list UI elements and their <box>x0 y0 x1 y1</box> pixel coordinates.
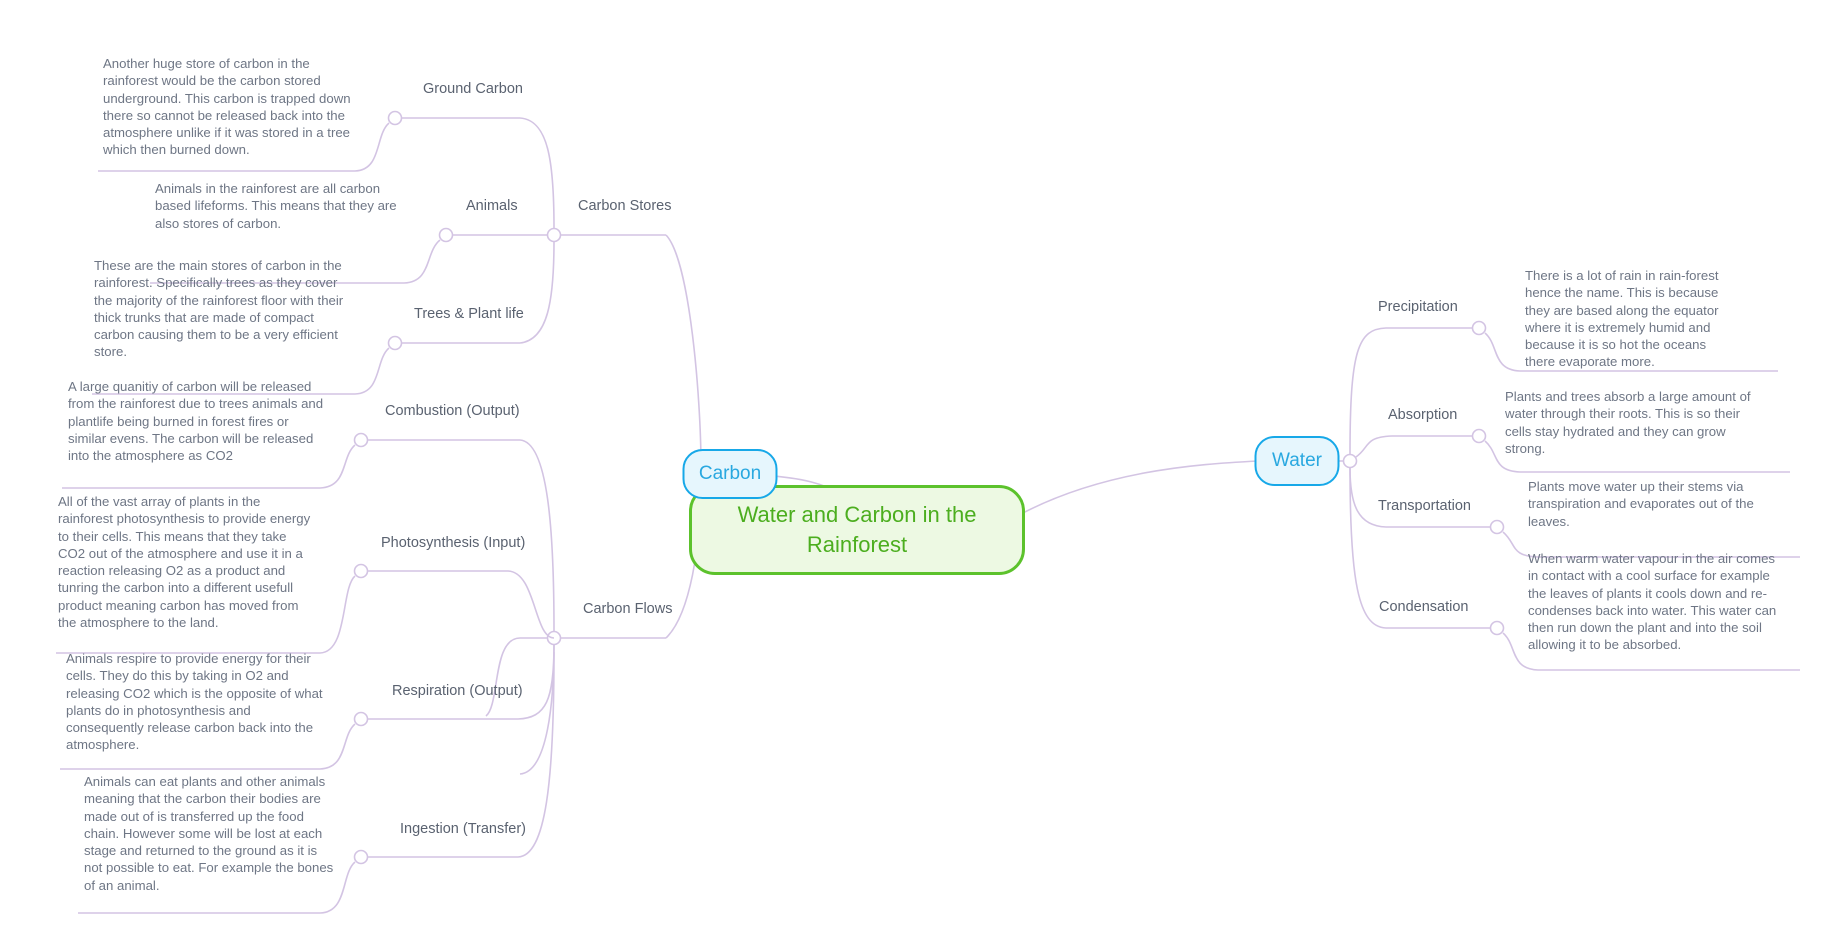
note-respiration[interactable]: Animals respire to provide energy for th… <box>66 651 323 753</box>
note-ingestion[interactable]: Animals can eat plants and other animals… <box>84 774 334 893</box>
note-trees-plant-life[interactable]: These are the main stores of carbon in t… <box>94 258 344 360</box>
root-node[interactable]: Water and Carbon in the Rainforest <box>689 485 1025 575</box>
note-animals[interactable]: Animals in the rainforest are all carbon… <box>155 181 397 231</box>
note-precipitation[interactable]: There is a lot of rain in rain-forest he… <box>1525 268 1719 370</box>
topic-label-trees-plant-life[interactable]: Trees & Plant life <box>414 306 524 322</box>
topic-label-combustion[interactable]: Combustion (Output) <box>385 403 520 419</box>
topic-label-transportation[interactable]: Transportation <box>1378 498 1471 514</box>
note-absorption[interactable]: Plants and trees absorb a large amount o… <box>1505 389 1751 456</box>
branch-node-carbon[interactable]: Carbon <box>682 449 778 499</box>
note-ground-carbon[interactable]: Another huge store of carbon in the rain… <box>103 56 351 158</box>
group-label-carbon-flows[interactable]: Carbon Flows <box>583 601 673 617</box>
branch-node-water[interactable]: Water <box>1254 436 1340 486</box>
topic-label-ingestion[interactable]: Ingestion (Transfer) <box>400 821 526 837</box>
topic-label-animals[interactable]: Animals <box>466 198 518 214</box>
note-photosynthesis[interactable]: All of the vast array of plants in the r… <box>58 494 311 631</box>
note-condensation[interactable]: When warm water vapour in the air comes … <box>1528 551 1777 653</box>
topic-label-photosynthesis[interactable]: Photosynthesis (Input) <box>381 535 526 551</box>
topic-label-absorption[interactable]: Absorption <box>1388 407 1458 423</box>
root-node-label: Water and Carbon in the Rainforest <box>737 502 977 557</box>
group-label-carbon-stores[interactable]: Carbon Stores <box>578 198 672 214</box>
note-combustion[interactable]: A large quanitiy of carbon will be relea… <box>68 379 324 464</box>
branch-node-carbon-label: Carbon <box>698 463 762 484</box>
topic-label-precipitation[interactable]: Precipitation <box>1378 299 1458 315</box>
topic-label-ground-carbon[interactable]: Ground Carbon <box>423 81 523 97</box>
note-transportation[interactable]: Plants move water up their stems via tra… <box>1528 479 1754 529</box>
topic-label-respiration[interactable]: Respiration (Output) <box>392 683 523 699</box>
branch-node-water-label: Water <box>1272 450 1322 471</box>
topic-label-condensation[interactable]: Condensation <box>1379 599 1469 615</box>
